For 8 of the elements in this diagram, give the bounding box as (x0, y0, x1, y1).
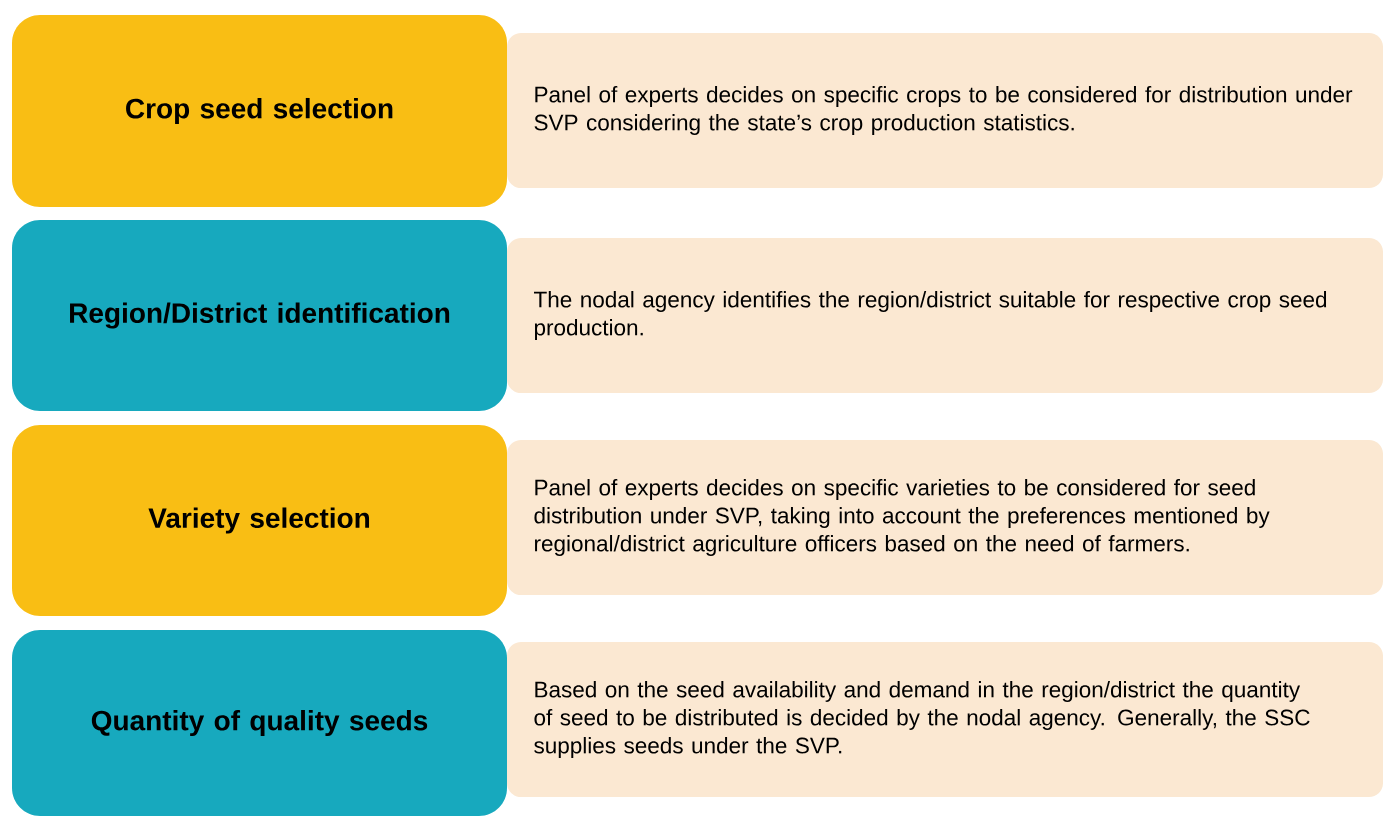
step-box: Region/District identification (12, 220, 507, 411)
description-box: Based on the seed availability and demand in the region/district the quantity of seed to be distributed is decided by the nodal agency. Generally, the SSC supplies seeds under the SVP. (507, 642, 1383, 797)
description-box: The nodal agency identifies the region/district suitable for respective crop seed production. (507, 238, 1383, 393)
step-box: Variety selection (12, 425, 507, 616)
description-box: Panel of experts decides on specific crops to be considered for distribution under SVP considering the state’s crop production statistics. (507, 33, 1383, 188)
step-box: Crop seed selection (12, 15, 507, 207)
description-box: Panel of experts decides on specific varieties to be considered for seed distribution under SVP, taking into account the preferences mentioned by regional/district agriculture officers based on the need of farmers. (507, 440, 1383, 595)
step-box: Quantity of quality seeds (12, 630, 507, 816)
